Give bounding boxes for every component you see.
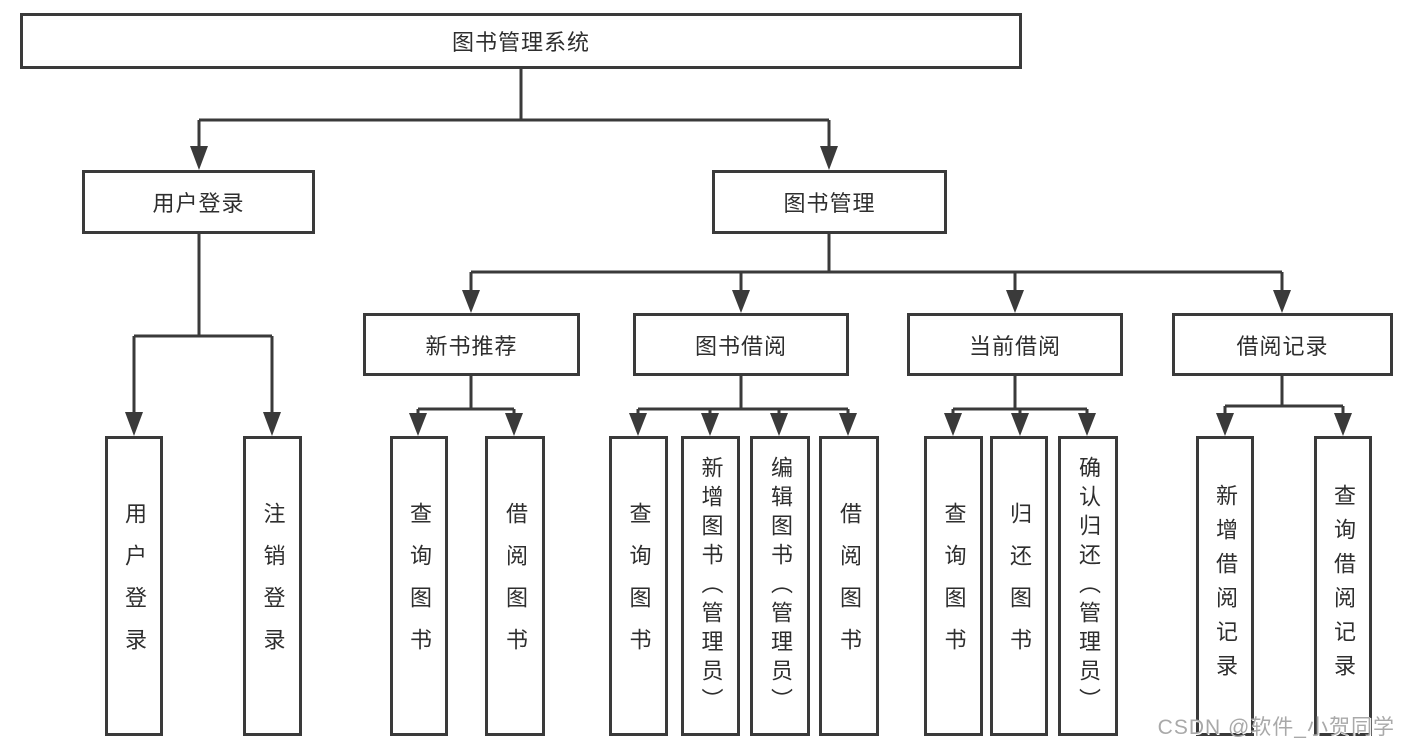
leaf-add-book-admin: 新增图书（管理员） bbox=[681, 436, 740, 736]
leaf-borrow-books-borrowing-label: 借阅图书 bbox=[837, 502, 862, 670]
leaf-return-books-label: 归还图书 bbox=[1007, 502, 1032, 670]
leaf-query-books-borrowing-label: 查询图书 bbox=[626, 502, 652, 670]
leaf-logout: 注销登录 bbox=[243, 436, 302, 736]
leaf-query-books-recommend: 查询图书 bbox=[390, 436, 448, 736]
leaf-user-login: 用户登录 bbox=[105, 436, 163, 736]
leaf-add-borrow-record-label: 新增借阅记录 bbox=[1213, 484, 1238, 688]
leaf-query-books-current: 查询图书 bbox=[924, 436, 983, 736]
leaf-return-books: 归还图书 bbox=[990, 436, 1048, 736]
node-borrowing-records: 借阅记录 bbox=[1172, 313, 1393, 376]
leaf-confirm-return-admin: 确认归还（管理员） bbox=[1058, 436, 1118, 736]
leaf-query-borrow-record: 查询借阅记录 bbox=[1314, 436, 1372, 736]
leaf-confirm-return-admin-label: 确认归还（管理员） bbox=[1076, 455, 1101, 717]
leaf-edit-book-admin: 编辑图书（管理员） bbox=[750, 436, 810, 736]
node-library-management-system: 图书管理系统 bbox=[20, 13, 1022, 69]
leaf-borrow-books-recommend-label: 借阅图书 bbox=[503, 502, 528, 670]
leaf-query-books-recommend-label: 查询图书 bbox=[407, 502, 432, 670]
leaf-add-book-admin-label: 新增图书（管理员） bbox=[698, 455, 724, 717]
csdn-watermark: CSDN @软件_小贺同学 bbox=[1157, 716, 1395, 739]
leaf-borrow-books-recommend: 借阅图书 bbox=[485, 436, 545, 736]
node-new-book-recommendation: 新书推荐 bbox=[363, 313, 580, 376]
leaf-user-login-label: 用户登录 bbox=[122, 502, 147, 670]
node-book-management: 图书管理 bbox=[712, 170, 947, 234]
leaf-query-books-borrowing: 查询图书 bbox=[609, 436, 668, 736]
leaf-logout-label: 注销登录 bbox=[260, 502, 286, 670]
leaf-query-borrow-record-label: 查询借阅记录 bbox=[1331, 484, 1356, 688]
node-current-borrowing: 当前借阅 bbox=[907, 313, 1123, 376]
leaf-query-books-current-label: 查询图书 bbox=[941, 502, 967, 670]
node-book-borrowing: 图书借阅 bbox=[633, 313, 849, 376]
leaf-borrow-books-borrowing: 借阅图书 bbox=[819, 436, 879, 736]
node-user-login: 用户登录 bbox=[82, 170, 315, 234]
leaf-add-borrow-record: 新增借阅记录 bbox=[1196, 436, 1254, 736]
leaf-edit-book-admin-label: 编辑图书（管理员） bbox=[768, 455, 793, 717]
